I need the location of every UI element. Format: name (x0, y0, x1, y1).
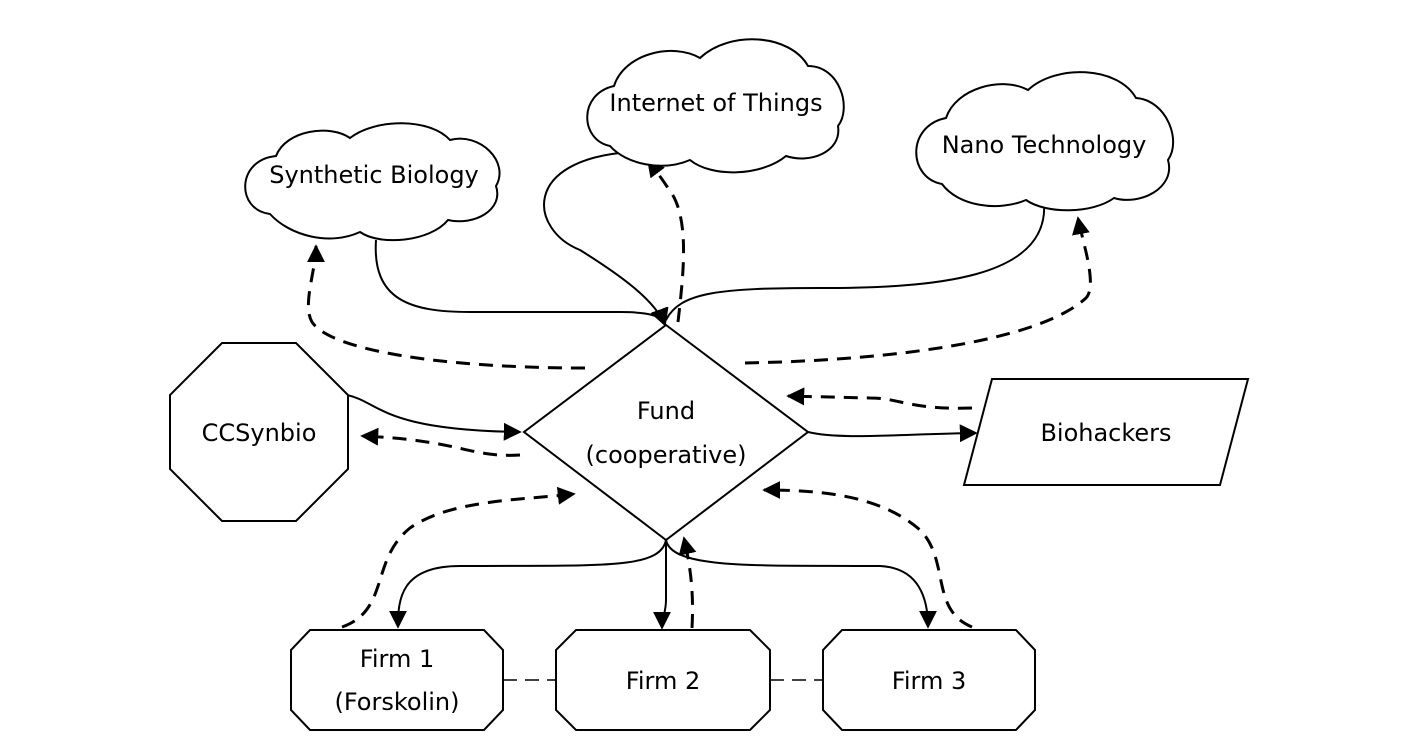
node-firm2: Firm 2 (555, 629, 771, 731)
node-label: Biohackers (1040, 419, 1171, 447)
node-ccsynbio: CCSynbio (169, 342, 349, 522)
node-nano-technology: Nano Technology (915, 71, 1174, 212)
node-label-line2: (Forskolin) (334, 688, 459, 716)
edge-biohackers-to-fund (786, 387, 973, 410)
edge-ccsynbio-to-fund (346, 394, 522, 441)
cloud-shape (244, 122, 501, 242)
node-label-line2: (cooperative) (586, 441, 747, 469)
edge-synthetic-biology-to-fund (374, 239, 669, 327)
edge-firm2-to-fund (678, 536, 697, 629)
octagon-shape (822, 629, 1036, 731)
diamond-shape (522, 323, 810, 542)
node-biohackers: Biohackers (962, 378, 1250, 486)
octagon-shape (169, 342, 349, 522)
octagon-shape (290, 629, 504, 731)
edge-fund-to-biohackers (807, 424, 978, 443)
octagon-shape (555, 629, 771, 731)
edge-fund-to-nano-technology (744, 216, 1092, 365)
node-synthetic-biology: Synthetic Biology (244, 122, 501, 242)
node-firm3: Firm 3 (822, 629, 1036, 731)
edge-firm1-to-fund (341, 486, 576, 629)
edge-fund-to-firm3 (665, 539, 937, 629)
edge-firm3-to-fund (762, 481, 973, 629)
edge-fund-to-ccsynbio (360, 427, 521, 457)
node-label: Nano Technology (942, 131, 1147, 159)
node-label: Firm 2 (626, 667, 700, 695)
node-label-line1: Firm 1 (360, 645, 434, 673)
edge-fund-to-firm1 (389, 539, 667, 629)
node-label: Synthetic Biology (269, 161, 479, 189)
edge-internet-of-things-to-fund (543, 151, 668, 327)
cloud-shape (586, 38, 845, 174)
node-fund: Fund (cooperative) (522, 323, 810, 542)
edge-fund-to-internet-of-things (646, 158, 685, 323)
node-label: CCSynbio (202, 419, 317, 447)
parallelogram-shape (962, 378, 1250, 486)
edge-fund-to-firm2 (653, 540, 672, 630)
edge-nano-technology-to-fund (665, 201, 1046, 321)
node-label: Internet of Things (609, 89, 822, 117)
node-label-line1: Fund (637, 397, 695, 425)
node-internet-of-things: Internet of Things (586, 38, 845, 174)
edge-fund-to-synthetic-biology (306, 244, 586, 370)
node-label: Firm 3 (892, 667, 966, 695)
node-firm1: Firm 1 (Forskolin) (290, 629, 504, 731)
cloud-shape (915, 71, 1174, 212)
